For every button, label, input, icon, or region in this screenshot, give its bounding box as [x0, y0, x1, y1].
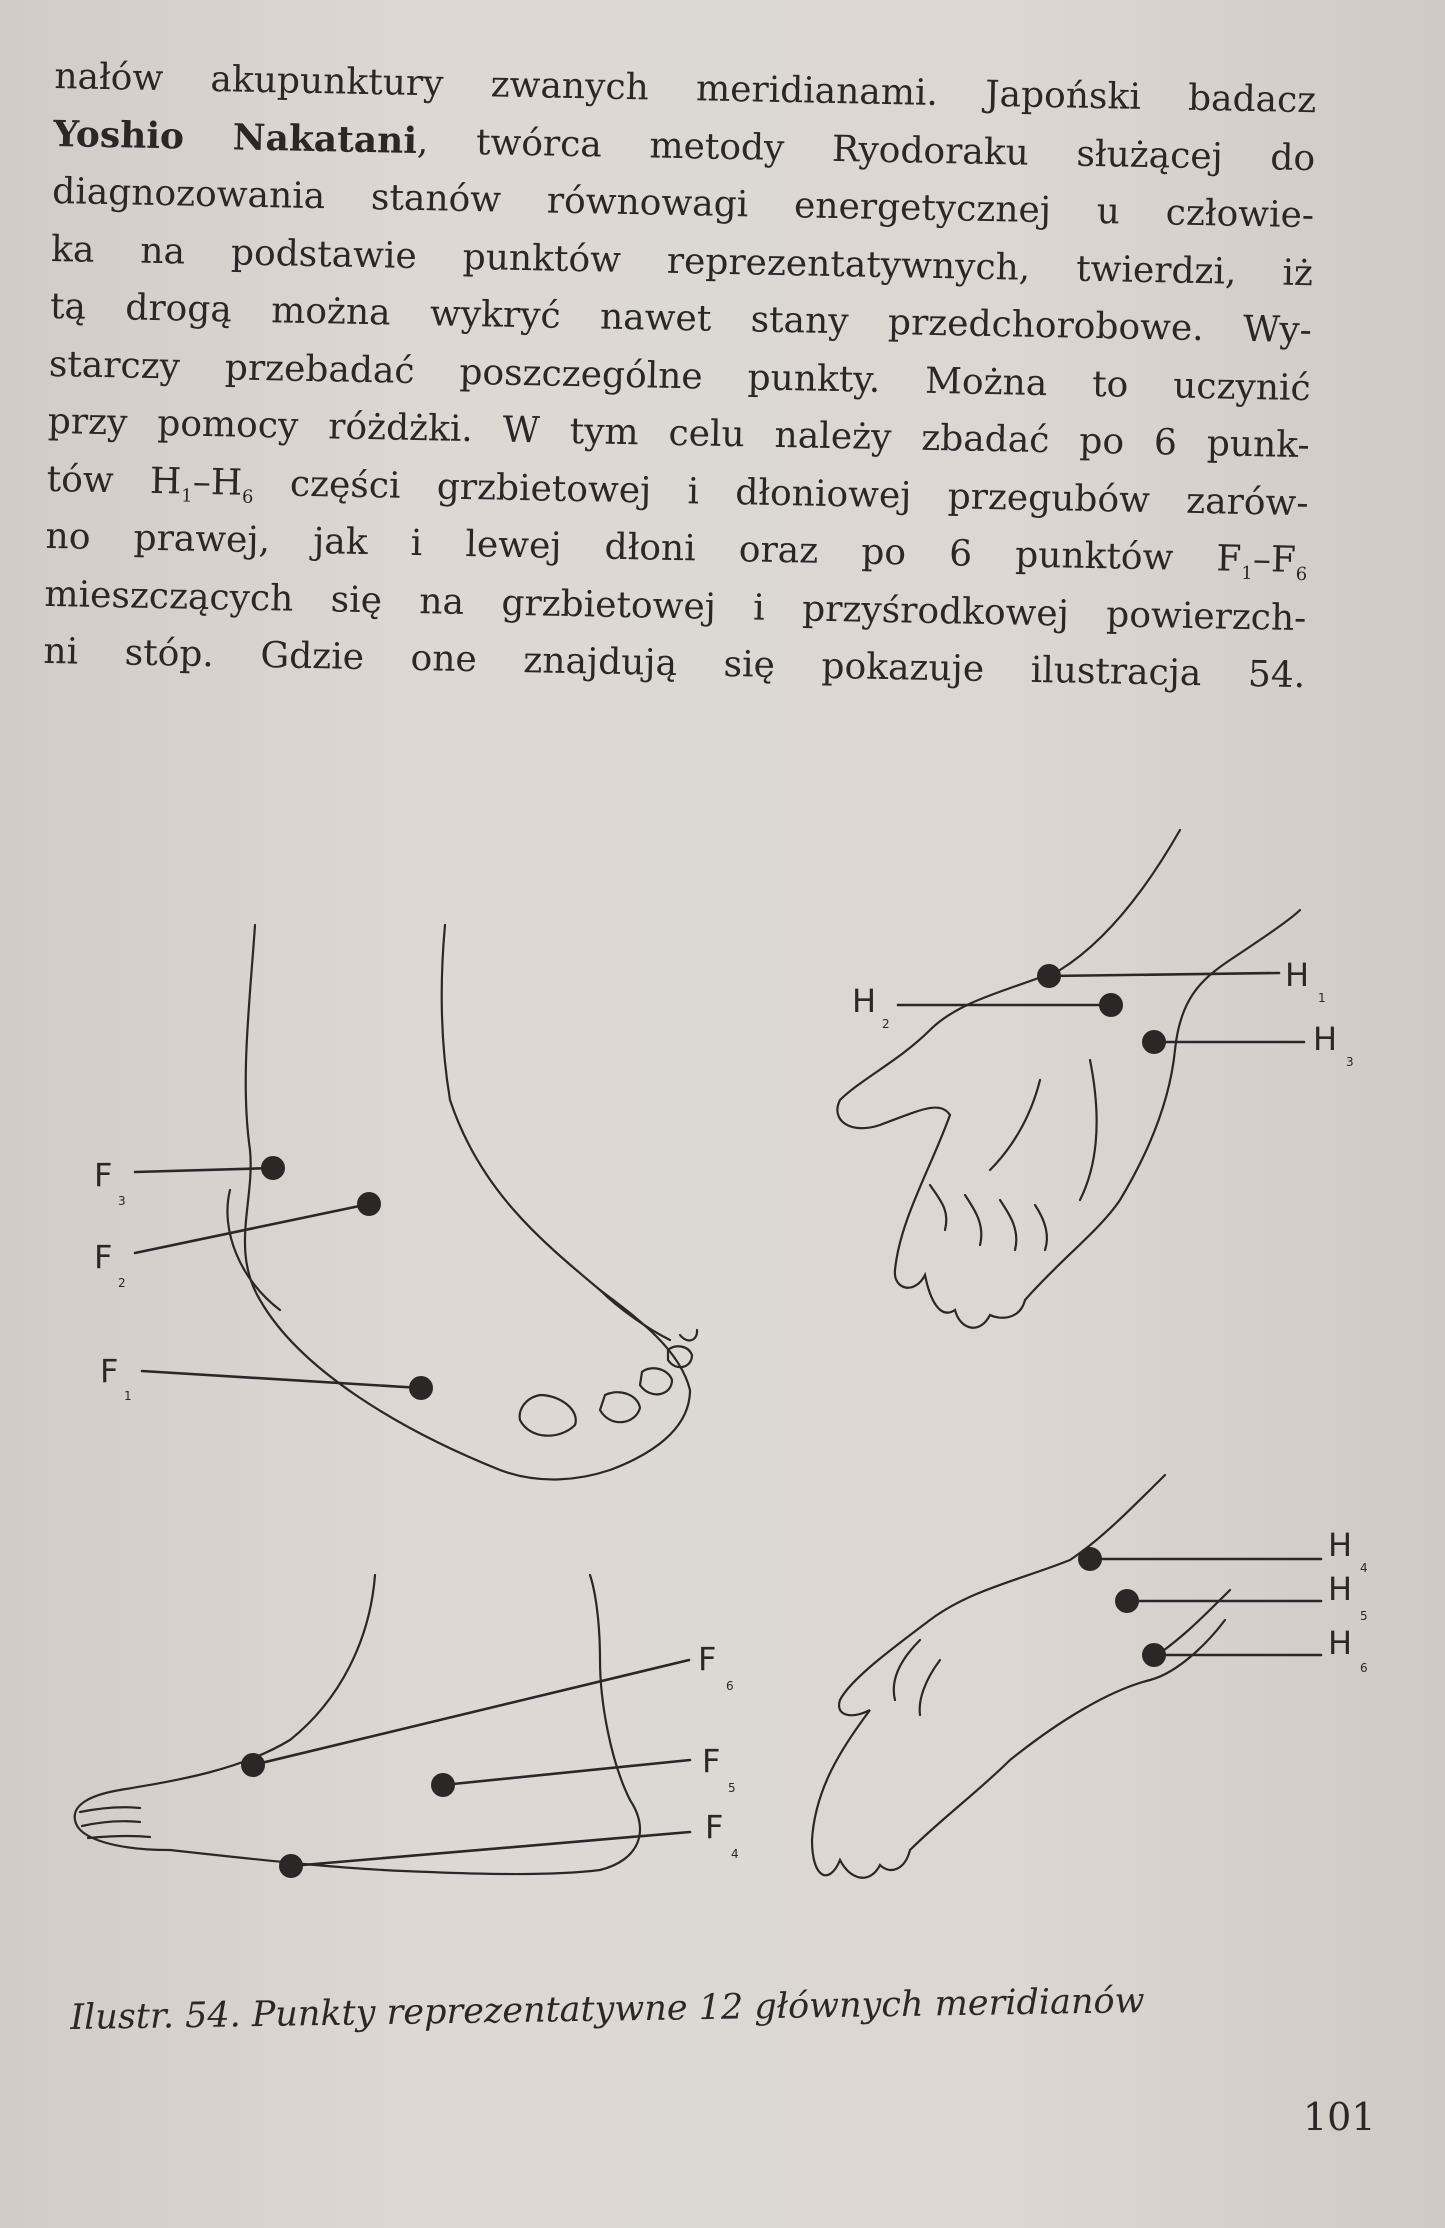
label-F2-sub: 2 — [118, 1276, 126, 1290]
foot-lateral-drawing — [73, 1573, 642, 1876]
label-F6-sub: 6 — [726, 1679, 734, 1693]
hand-back-drawing — [810, 1473, 1232, 1879]
label-H5-sub: 5 — [1360, 1609, 1368, 1623]
label-H4-sub: 4 — [1360, 1561, 1368, 1575]
point-F2 — [357, 1192, 381, 1216]
point-H6 — [1142, 1643, 1166, 1667]
label-H6: H — [1328, 1624, 1352, 1662]
leader-lines — [133, 971, 1323, 1868]
label-H4: H — [1328, 1526, 1352, 1564]
point-H1 — [1037, 964, 1061, 988]
label-F4-sub: 4 — [731, 1847, 739, 1861]
label-F3-sub: 3 — [118, 1194, 126, 1208]
foot-medial-drawing — [226, 923, 699, 1481]
label-H2-sub: 2 — [882, 1017, 890, 1031]
point-H3 — [1142, 1030, 1166, 1054]
acupoints — [241, 964, 1166, 1878]
label-F5-sub: 5 — [728, 1781, 736, 1795]
label-F5: F — [702, 1742, 720, 1780]
page-number: 101 — [1303, 2095, 1376, 2139]
point-F1 — [409, 1376, 433, 1400]
label-F4: F — [705, 1808, 723, 1846]
point-H4 — [1078, 1547, 1102, 1571]
label-F1: F — [100, 1352, 118, 1390]
label-H6-sub: 6 — [1360, 1661, 1368, 1675]
label-H3: H — [1313, 1020, 1337, 1058]
label-H1-sub: 1 — [1318, 991, 1326, 1005]
point-F4 — [279, 1854, 303, 1878]
label-H5: H — [1328, 1570, 1352, 1608]
point-F3 — [261, 1156, 285, 1180]
label-F2: F — [94, 1238, 112, 1276]
label-F6: F — [698, 1640, 716, 1678]
label-H2: H — [852, 982, 876, 1020]
hand-palm-drawing — [836, 828, 1302, 1329]
point-F6 — [241, 1753, 265, 1777]
label-F1-sub: 1 — [124, 1389, 132, 1403]
point-H2 — [1099, 993, 1123, 1017]
point-H5 — [1115, 1589, 1139, 1613]
label-H1: H — [1285, 956, 1309, 994]
point-F5 — [431, 1773, 455, 1797]
label-F3: F — [94, 1156, 112, 1194]
label-H3-sub: 3 — [1346, 1055, 1354, 1069]
